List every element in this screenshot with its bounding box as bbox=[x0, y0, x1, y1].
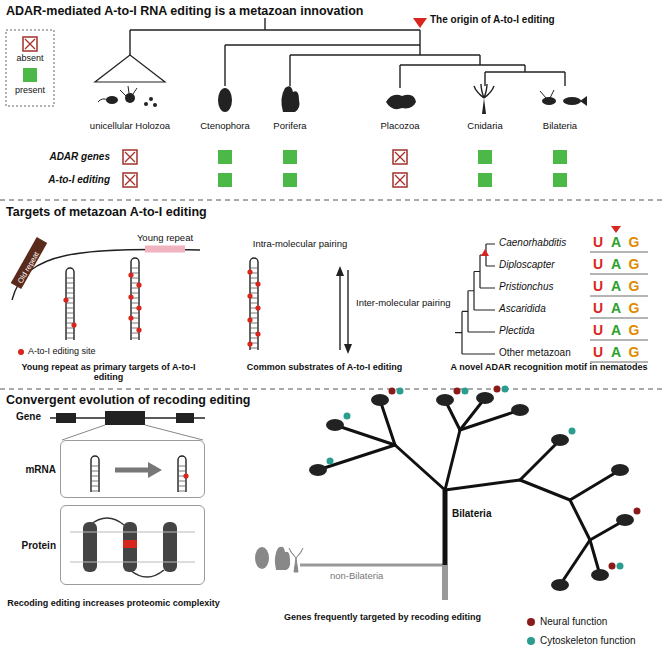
text-label: Porifera bbox=[273, 120, 306, 131]
hairpin bbox=[247, 258, 260, 350]
protein-box: Protein bbox=[60, 505, 205, 585]
text-label: Bilateria bbox=[452, 508, 491, 520]
legend-label: absent bbox=[16, 53, 43, 63]
hairpin bbox=[63, 268, 76, 340]
logo-letter: U bbox=[593, 234, 603, 250]
text-label: The origin of A-to-I editing bbox=[430, 14, 555, 26]
panel-caption: Genes frequently targeted by recoding ed… bbox=[250, 612, 515, 622]
logo-letter: A bbox=[611, 322, 621, 338]
box-heading: mRNA bbox=[25, 464, 56, 475]
text-label: A-to-I editing bbox=[48, 174, 110, 186]
hairpin bbox=[128, 258, 141, 340]
process-arrow bbox=[115, 468, 150, 473]
origin-marker bbox=[413, 18, 427, 28]
text-label: Ctenophora bbox=[200, 120, 250, 131]
text-label: Gene bbox=[16, 411, 41, 423]
text-label: non-Bilateria bbox=[330, 571, 383, 582]
taxon-icons bbox=[98, 84, 587, 114]
text-label: unicellular Holozoa bbox=[90, 120, 170, 131]
panel-caption: A novel ADAR recognition motif in nemato… bbox=[438, 362, 660, 372]
text-label: Inter-molecular pairing bbox=[356, 298, 451, 309]
text-label: Ascaridida bbox=[499, 303, 546, 315]
text-label: Cnidaria bbox=[467, 120, 502, 131]
logo-letter: U bbox=[593, 300, 603, 316]
phylogeny-tree bbox=[130, 18, 565, 88]
young-repeat-bar bbox=[145, 246, 185, 253]
exon bbox=[105, 411, 145, 425]
bilateria-branch bbox=[443, 490, 448, 565]
logo-letter: G bbox=[629, 300, 640, 316]
genome-strand bbox=[12, 250, 200, 300]
section-title: Convergent evolution of recoding editing bbox=[6, 393, 250, 407]
editing-site-dot bbox=[18, 349, 24, 355]
panel-caption: Recoding editing increases proteomic com… bbox=[6, 598, 221, 608]
non-bilateria-icons bbox=[255, 547, 303, 572]
protein-sketch bbox=[70, 518, 195, 577]
logo-letter: A bbox=[611, 300, 621, 316]
legend-box bbox=[6, 30, 54, 106]
nematode-tree bbox=[455, 226, 648, 362]
zoom-line bbox=[62, 425, 203, 440]
text-label: Other metazoan bbox=[499, 347, 571, 359]
hairpin bbox=[178, 456, 189, 492]
logo-letter: G bbox=[629, 278, 640, 294]
legend-swatch bbox=[527, 637, 535, 645]
text-label: Intra-molecular pairing bbox=[253, 238, 348, 249]
arrowhead bbox=[336, 266, 344, 276]
exon bbox=[56, 413, 76, 423]
separator bbox=[0, 389, 664, 390]
text-label: Placozoa bbox=[380, 120, 419, 131]
legend-label: Neural function bbox=[540, 616, 607, 627]
text-label: Caenorhabditis bbox=[499, 237, 566, 249]
clade-triangle bbox=[95, 55, 165, 82]
text-label: Plectida bbox=[499, 325, 535, 337]
root-branch bbox=[442, 565, 448, 600]
hairpin bbox=[91, 456, 99, 492]
legend-swatch bbox=[23, 68, 37, 82]
presence-grid bbox=[123, 150, 567, 187]
non-bilateria-branch bbox=[300, 564, 445, 567]
old-repeat-bar bbox=[16, 240, 42, 286]
text-label: A-to-I editing site bbox=[28, 346, 96, 356]
logo-letter: G bbox=[629, 322, 640, 338]
arrowhead bbox=[344, 344, 352, 354]
separator bbox=[0, 200, 664, 201]
logo-letter: U bbox=[593, 322, 603, 338]
text-label: Bilateria bbox=[543, 120, 577, 131]
mrna-box: mRNA bbox=[60, 440, 205, 498]
logo-letter: G bbox=[629, 344, 640, 360]
section-title: ADAR-mediated A-to-I RNA editing is a me… bbox=[6, 4, 363, 18]
text-label: Pristionchus bbox=[499, 281, 553, 293]
box-heading: Protein bbox=[22, 540, 56, 551]
logo-letter: A bbox=[611, 234, 621, 250]
text-label: Old repeat bbox=[17, 250, 42, 285]
logo-letter: G bbox=[629, 234, 640, 250]
panel-caption: Young repeat as primary targets of A-to-… bbox=[6, 362, 211, 383]
legend-label: Cytoskeleton function bbox=[540, 635, 636, 646]
logo-letter: A bbox=[611, 278, 621, 294]
logo-letter: G bbox=[629, 256, 640, 272]
logo-letter: A bbox=[611, 344, 621, 360]
section-title: Targets of metazoan A-to-I editing bbox=[6, 205, 207, 219]
logo-letter: U bbox=[593, 344, 603, 360]
legend-label: present bbox=[15, 85, 45, 95]
strand bbox=[347, 270, 348, 350]
text-label: ADAR genes bbox=[49, 151, 110, 163]
legend-swatch bbox=[22, 36, 38, 52]
hairpins bbox=[63, 258, 260, 492]
legend-swatch bbox=[527, 618, 535, 626]
logo-letter: A bbox=[611, 256, 621, 272]
arrowhead bbox=[148, 462, 162, 478]
bilateria-tree bbox=[309, 386, 641, 592]
strand bbox=[339, 270, 340, 350]
text-label: Diploscapter bbox=[499, 259, 555, 271]
panel-caption: Common substrates of A-to-I editing bbox=[222, 362, 427, 372]
text-label: Young repeat bbox=[137, 232, 193, 243]
exon bbox=[176, 413, 194, 423]
logo-letter: U bbox=[593, 256, 603, 272]
logo-letter: U bbox=[593, 278, 603, 294]
